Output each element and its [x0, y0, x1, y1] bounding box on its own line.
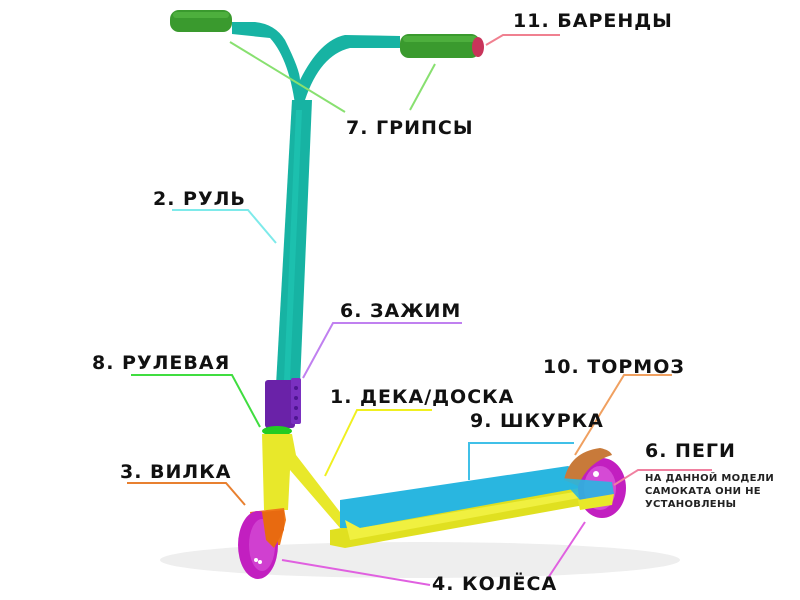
deck [262, 434, 612, 548]
clamp [265, 378, 301, 428]
label-barends: 11. БАРЕНДЫ [513, 10, 673, 32]
label-griptape: 9. ШКУРКА [470, 410, 604, 432]
label-headset: 8. РУЛЕВАЯ [92, 352, 231, 374]
brake [564, 448, 612, 486]
handlebar [232, 22, 400, 385]
label-brake: 10. ТОРМОЗ [543, 356, 685, 378]
ground-shadow [160, 542, 680, 578]
pegs-note-line: НА ДАННОЙ МОДЕЛИ [645, 473, 774, 484]
label-wheels: 4. КОЛЁСА [432, 573, 558, 595]
label-clamp: 6. ЗАЖИМ [340, 300, 462, 322]
label-grips: 7. ГРИПСЫ [346, 117, 474, 139]
pegs-note-line: САМОКАТА ОНИ НЕ [645, 486, 761, 497]
bar-end [472, 37, 484, 57]
label-fork: 3. ВИЛКА [120, 461, 232, 483]
headset-ring [262, 426, 292, 436]
leader-lines [127, 34, 712, 586]
label-deck: 1. ДЕКА/ДОСКА [330, 386, 515, 408]
pegs-note-line: УСТАНОВЛЕНЫ [645, 499, 737, 510]
pegs-note: НА ДАННОЙ МОДЕЛИ САМОКАТА ОНИ НЕ УСТАНОВ… [645, 472, 774, 511]
label-pegs: 6. ПЕГИ [645, 440, 736, 462]
griptape [340, 466, 612, 528]
label-bars: 2. РУЛЬ [153, 188, 246, 210]
